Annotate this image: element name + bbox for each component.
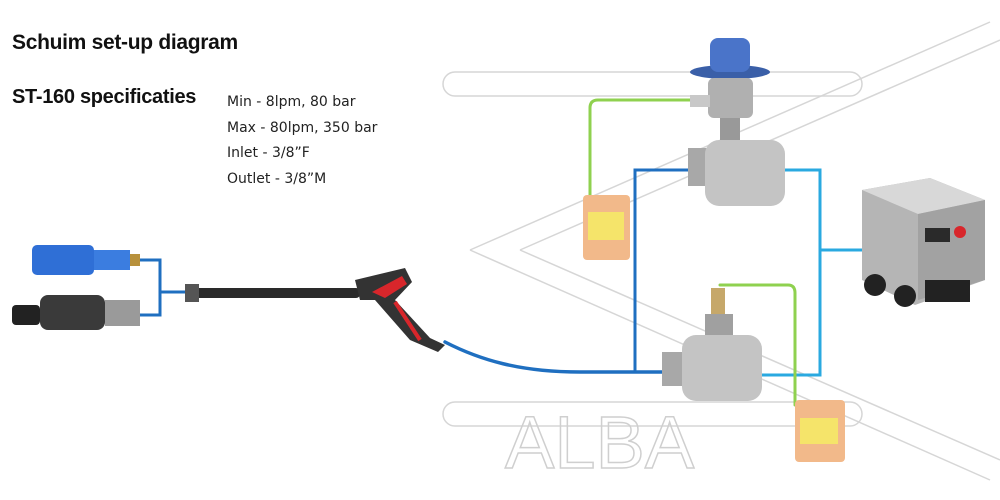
spec-max: Max - 80lpm, 350 bar (227, 119, 378, 136)
spray-gun (355, 268, 445, 352)
spec-outlet: Outlet - 3/8”M (227, 170, 327, 187)
pressure-washer-machine (862, 178, 985, 307)
hoses (138, 98, 864, 407)
black-nozzle (12, 295, 140, 330)
high-pressure-hose (443, 340, 692, 374)
trigger (372, 276, 407, 298)
watermark-text: ALBA (505, 401, 695, 484)
spec-min: Min - 8lpm, 80 bar (227, 94, 356, 110)
top-injector (688, 38, 785, 206)
bottom-injector (662, 288, 762, 401)
specs-heading: ST-160 specificaties (12, 86, 197, 108)
spray-lance (185, 284, 360, 302)
chemical-tube-bottom (718, 283, 797, 407)
chemical-tube-top (588, 98, 697, 207)
chemical-container-top (583, 195, 630, 260)
specs-list: Min - 8lpm, 80 bar Max - 80lpm, 350 bar … (227, 90, 377, 192)
page-title: Schuim set-up diagram (12, 31, 238, 54)
chemical-container-bottom (795, 400, 845, 462)
supply-line (758, 168, 822, 377)
spec-inlet: Inlet - 3/8”F (227, 145, 310, 161)
blue-nozzle (32, 245, 140, 275)
